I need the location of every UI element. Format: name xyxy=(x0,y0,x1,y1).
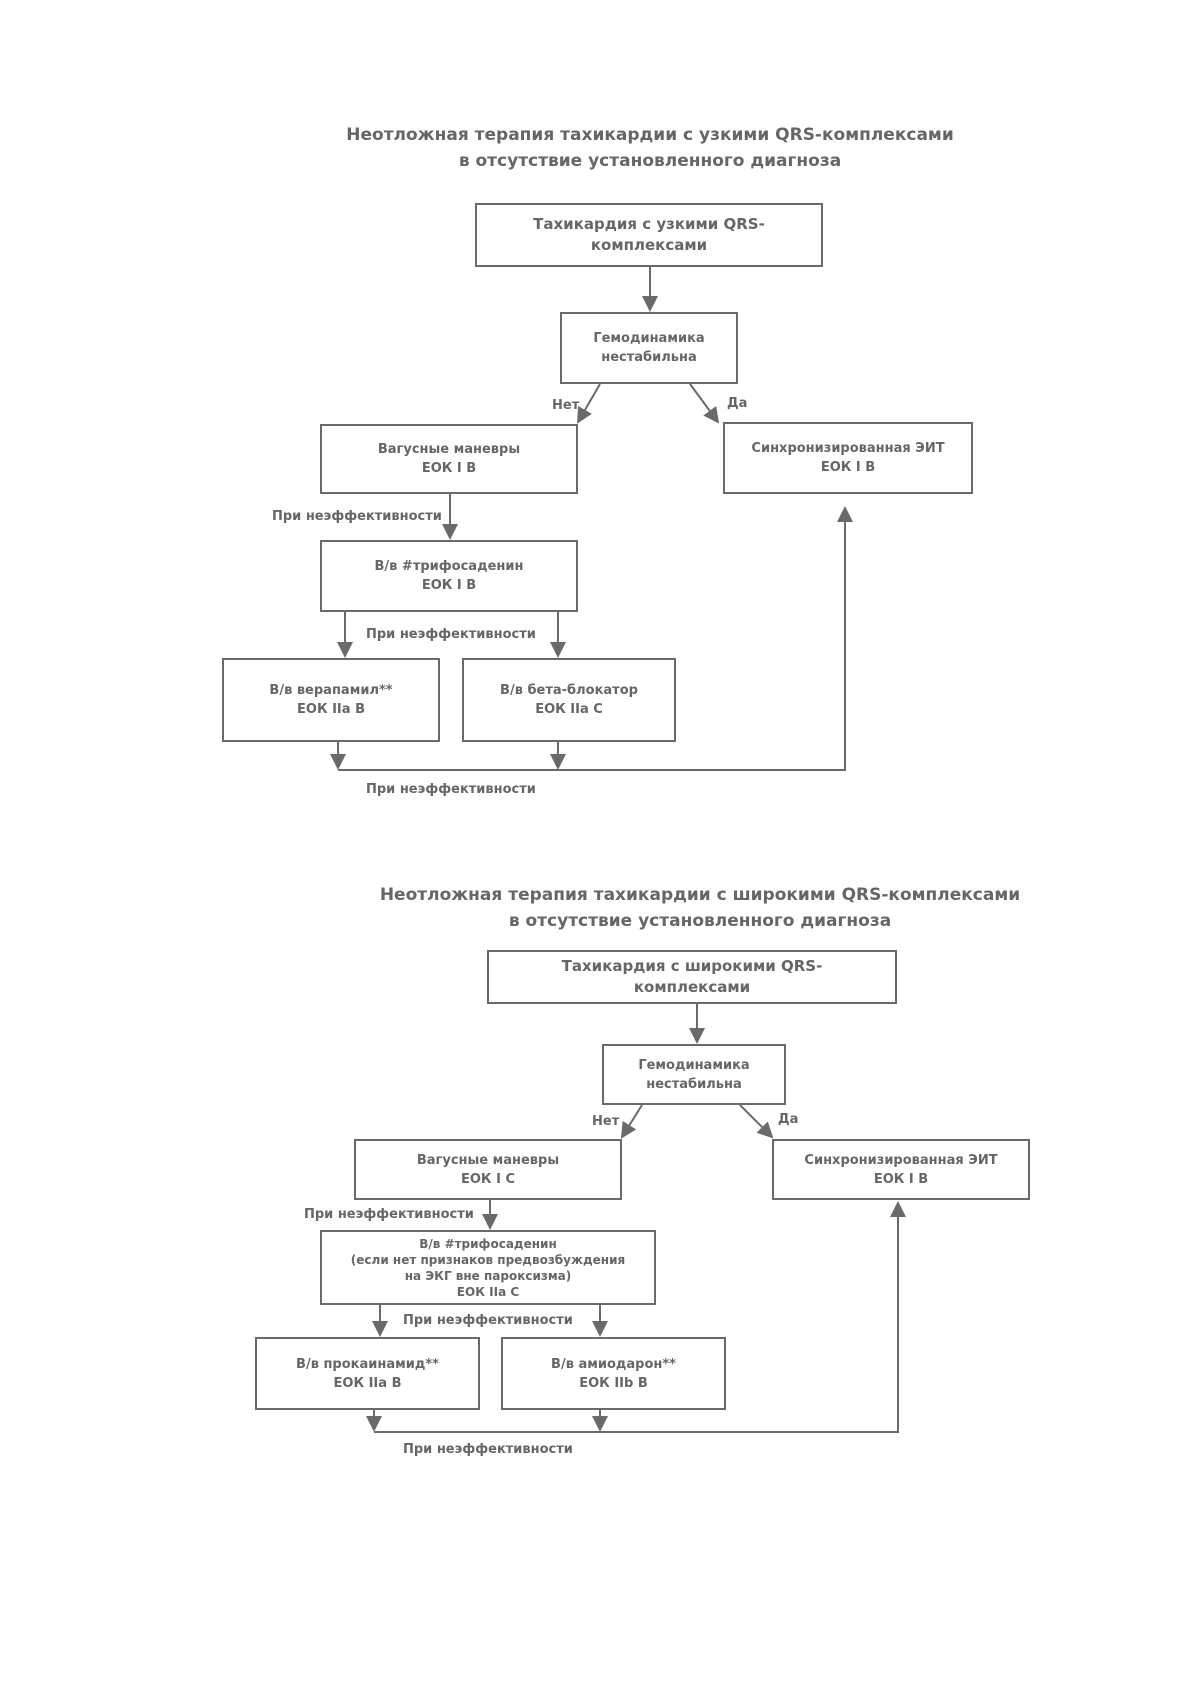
arrow-fallback-to-eit xyxy=(338,506,853,771)
wide-procainamide-line2: ЕОК IIа В xyxy=(333,1375,402,1391)
narrow-eit-line2: ЕОК I В xyxy=(820,460,876,475)
wide-hemo-line1: Гемодинамика xyxy=(638,1057,750,1073)
arrow-hemo-to-vagal-wide xyxy=(620,1104,643,1139)
wide-trifos-line3: на ЭКГ вне пароксизма) xyxy=(404,1268,572,1283)
wide-trifos-line1: В/в #трифосаденин xyxy=(419,1236,557,1251)
narrow-verapamil-line2: ЕОК IIа В xyxy=(297,702,365,717)
wide-eit-line1: Синхронизированная ЭИТ xyxy=(804,1152,998,1168)
wide-trifos-line2: (если нет признаков предвозбуждения xyxy=(350,1252,626,1267)
narrow-start-line2: комплексами xyxy=(590,236,708,254)
narrow-hemo-line2: нестабильна xyxy=(601,350,697,365)
narrow-label-yes: Да xyxy=(727,396,748,411)
narrow-label-no: Нет xyxy=(552,398,580,413)
wide-label-yes: Да xyxy=(778,1112,799,1127)
narrow-start-line1: Тахикардия с узкими QRS- xyxy=(533,215,765,233)
wide-trifos-line4: ЕОК IIа С xyxy=(456,1284,520,1299)
wide-label-no: Нет xyxy=(592,1114,620,1129)
narrow-hemo-line1: Гемодинамика xyxy=(593,331,705,346)
narrow-ineffective-1: При неэффективности xyxy=(272,509,442,524)
narrow-verapamil-line1: В/в верапамил** xyxy=(269,683,393,698)
narrow-vagal-box: Вагусные маневры ЕОК I В xyxy=(320,424,578,494)
narrow-ineffective-3: При неэффективности xyxy=(366,782,536,797)
wide-vagal-line1: Вагусные маневры xyxy=(416,1152,560,1168)
arrow-hemo-to-eit xyxy=(689,383,720,424)
wide-hemo-box: Гемодинамика нестабильна xyxy=(602,1044,786,1105)
wide-amiodarone-line2: ЕОК IIb В xyxy=(579,1375,648,1391)
narrow-beta-blocker-line1: В/в бета-блокатор xyxy=(500,683,638,698)
narrow-trifos-line2: ЕОК I В xyxy=(421,578,477,593)
arrow-fallback-to-eit-wide xyxy=(374,1201,906,1433)
wide-procainamide-box: В/в прокаинамид** ЕОК IIа В xyxy=(255,1337,480,1410)
wide-eit-box: Синхронизированная ЭИТ ЕОК I В xyxy=(772,1139,1030,1200)
narrow-title-line1: Неотложная терапия тахикардии с узкими Q… xyxy=(346,125,954,145)
wide-ineffective-1: При неэффективности xyxy=(304,1207,474,1222)
wide-amiodarone-box: В/в амиодарон** ЕОК IIb В xyxy=(501,1337,726,1410)
narrow-ineffective-2: При неэффективности xyxy=(366,627,536,642)
wide-ineffective-3: При неэффективности xyxy=(403,1442,573,1457)
wide-flowchart-title: Неотложная терапия тахикардии с широкими… xyxy=(340,882,1060,934)
wide-hemo-line2: нестабильна xyxy=(646,1076,742,1092)
narrow-verapamil-box: В/в верапамил** ЕОК IIа В xyxy=(222,658,440,742)
arrow-hemo-to-vagal xyxy=(576,383,601,424)
wide-vagal-line2: ЕОК I С xyxy=(461,1171,515,1187)
narrow-vagal-line2: ЕОК I В xyxy=(421,461,477,476)
wide-trifos-box: В/в #трифосаденин (если нет признаков пр… xyxy=(320,1230,656,1305)
narrow-eit-line1: Синхронизированная ЭИТ xyxy=(751,441,945,456)
narrow-eit-box: Синхронизированная ЭИТ ЕОК I В xyxy=(723,422,973,494)
wide-start-box: Тахикардия с широкими QRS- комплексами xyxy=(487,950,897,1004)
narrow-beta-blocker-line2: ЕОК IIа С xyxy=(535,702,603,717)
wide-title-line2: в отсутствие установленного диагноза xyxy=(508,911,892,931)
wide-vagal-box: Вагусные маневры ЕОК I С xyxy=(354,1139,622,1200)
narrow-title-line2: в отсутствие установленного диагноза xyxy=(458,151,842,171)
narrow-start-box: Тахикардия с узкими QRS- комплексами xyxy=(475,203,823,267)
wide-eit-line2: ЕОК I В xyxy=(873,1171,929,1187)
wide-amiodarone-line1: В/в амиодарон** xyxy=(551,1356,676,1372)
narrow-flowchart-title: Неотложная терапия тахикардии с узкими Q… xyxy=(280,122,1020,174)
wide-start-line2: комплексами xyxy=(633,978,751,996)
wide-start-line1: Тахикардия с широкими QRS- xyxy=(561,957,823,975)
narrow-trifos-line1: В/в #трифосаденин xyxy=(374,559,524,574)
wide-ineffective-2: При неэффективности xyxy=(403,1313,573,1328)
arrow-hemo-to-eit-wide xyxy=(739,1104,774,1139)
narrow-vagal-line1: Вагусные маневры xyxy=(377,442,521,457)
wide-procainamide-line1: В/в прокаинамид** xyxy=(296,1356,439,1372)
narrow-hemo-box: Гемодинамика нестабильна xyxy=(560,312,738,384)
narrow-beta-blocker-box: В/в бета-блокатор ЕОК IIа С xyxy=(462,658,676,742)
wide-title-line1: Неотложная терапия тахикардии с широкими… xyxy=(379,885,1021,905)
narrow-trifos-box: В/в #трифосаденин ЕОК I В xyxy=(320,540,578,612)
